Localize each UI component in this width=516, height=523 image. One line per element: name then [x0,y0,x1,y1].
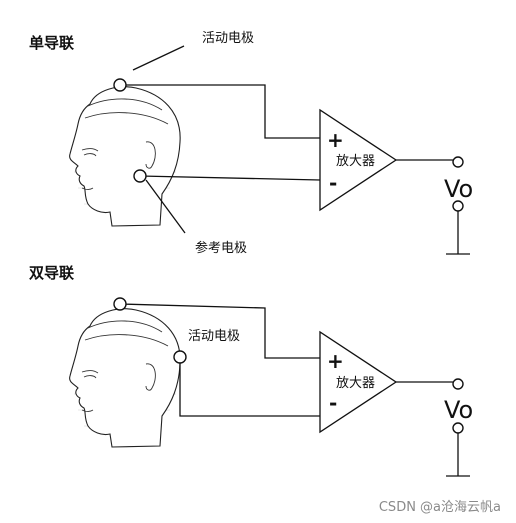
head-profile-illustration-1 [69,86,181,227]
watermark-text: CSDN @a沧海云帆a [379,499,501,515]
electrode-node-ear [173,350,187,364]
plus-sign: + [327,128,344,152]
output-voltage-label: Vo [444,175,473,203]
active-electrode-node [113,78,127,92]
amplifier-triangle [319,330,398,434]
active-electrode-label: 活动电极 [188,329,240,344]
single-lead-panel: 单导联 [29,31,473,256]
leader-line-active [132,45,185,71]
single-lead-title: 单导联 [29,34,75,52]
minus-sign: - [329,391,337,415]
output-node [452,156,464,168]
output-voltage-label: Vo [444,396,473,424]
minus-sign: - [329,171,337,195]
output-node [452,378,464,390]
leader-line-reference [145,179,186,234]
reference-electrode-label: 参考电极 [195,240,247,256]
dual-lead-panel: 双导联 [29,264,473,477]
head-profile-illustration-2 [69,308,181,448]
ground-node [452,422,464,434]
electrode-node-top [113,297,127,311]
reference-electrode-node [133,169,147,183]
plus-sign: + [327,349,344,373]
amplifier-label: 放大器 [336,376,375,391]
dual-lead-title: 双导联 [29,264,75,282]
ground-node [452,200,464,212]
wires-1 [120,45,470,255]
wires-2 [119,303,470,477]
active-electrode-label: 活动电极 [202,31,254,46]
amplifier-label: 放大器 [336,154,375,169]
amplifier-triangle [319,108,398,212]
